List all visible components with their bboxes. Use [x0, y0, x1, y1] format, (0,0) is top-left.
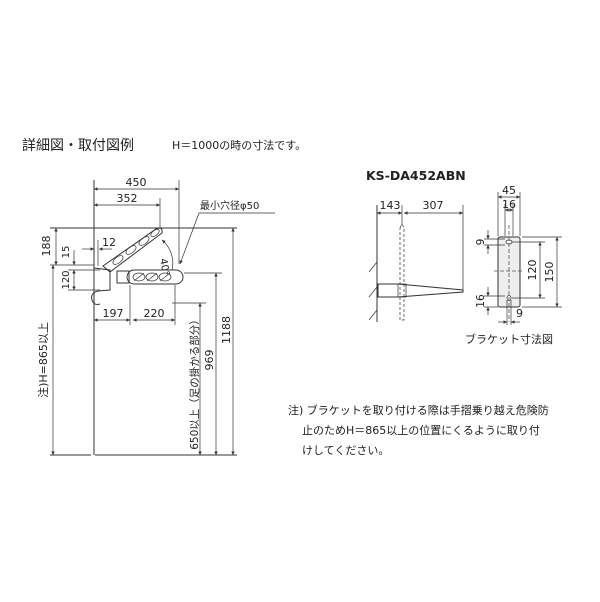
- main-drawing: 450 352 最小穴径φ50 40°: [36, 176, 275, 456]
- installation-note: 注) ブラケットを取り付ける際は手摺乗り越え危険防 止のためH＝865以上の位置…: [288, 403, 549, 457]
- page-subtitle: H＝1000の時の寸法です。: [172, 138, 306, 152]
- hole-diameter-label: 最小穴径φ50: [200, 199, 259, 212]
- dim-220: 220: [144, 307, 165, 320]
- page-title: 詳細図・取付図例: [22, 138, 134, 154]
- dim-650-note: 650以上（足の掛かる部分）: [188, 314, 201, 450]
- dim-352: 352: [117, 192, 138, 205]
- dim-9-top: 9: [475, 239, 487, 246]
- hole-leader: [179, 212, 275, 265]
- bracket-front-view: 45 16 9 16 120 150 9 ブラケット寸法図: [465, 184, 562, 346]
- dim-450: 450: [126, 176, 147, 189]
- dim-969: 969: [203, 350, 216, 371]
- dim-45: 45: [502, 184, 516, 197]
- dim-307: 307: [423, 199, 444, 212]
- dim-120: 120: [61, 270, 72, 289]
- angle-label: 40°: [157, 258, 171, 277]
- dim-150: 150: [543, 262, 556, 283]
- note-line-3: けしてください。: [302, 444, 389, 457]
- bracket-arm: [377, 283, 464, 298]
- dim-197: 197: [103, 307, 124, 320]
- drying-arm-horizontal: [91, 267, 184, 305]
- note-line-2: 止のためH＝865以上の位置にくるように取り付: [302, 423, 540, 437]
- dim-16-top: 16: [502, 198, 516, 211]
- dim-188: 188: [40, 236, 53, 257]
- bracket-side-view: 143 307: [368, 199, 464, 322]
- pole-hidden: [399, 223, 405, 321]
- model-number: KS-DA452ABN: [366, 168, 466, 183]
- bracket-caption: ブラケット寸法図: [465, 332, 553, 346]
- dim-12: 12: [102, 236, 116, 249]
- note-line-1: 注) ブラケットを取り付ける際は手摺乗り越え危険防: [288, 403, 549, 417]
- dim-1188: 1188: [220, 316, 233, 344]
- dim-16-bottom: 16: [475, 294, 487, 308]
- dim-143: 143: [380, 199, 401, 212]
- dim-15: 15: [61, 246, 72, 259]
- dim-865-note: 注)H=865以上: [36, 322, 50, 398]
- drying-arm-raised: [102, 227, 163, 273]
- dim-120-bracket: 120: [526, 260, 539, 281]
- dim-9-bottom: 9: [516, 307, 523, 320]
